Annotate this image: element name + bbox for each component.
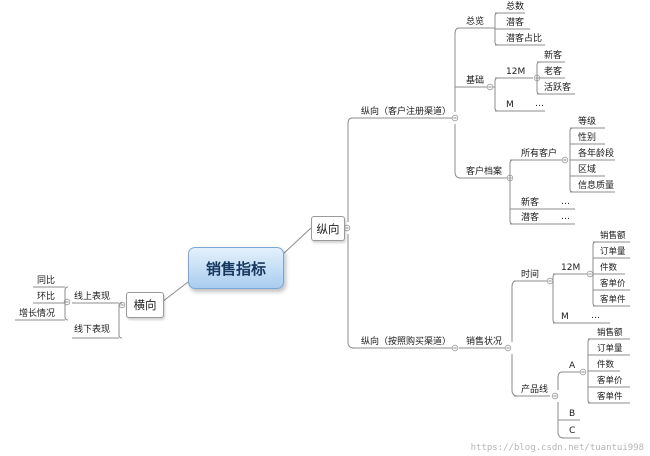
connector [511, 354, 519, 397]
time-price-node[interactable]: 客单价 [600, 279, 626, 289]
connector [454, 124, 462, 179]
time-node[interactable]: 时间 [521, 270, 540, 280]
growth-node[interactable]: 增长情况 [19, 309, 56, 319]
archive-potential-more-node[interactable]: … [561, 212, 570, 222]
product-b-node[interactable]: B [569, 409, 576, 419]
connector [557, 371, 563, 390]
time-sales-node[interactable]: 销售额 [600, 231, 626, 241]
yoy-node[interactable]: 同比 [37, 276, 56, 286]
branch-bracket [494, 77, 499, 112]
connector [454, 27, 460, 112]
archive-node[interactable]: 客户档案 [466, 167, 503, 177]
vertical-purchase-node[interactable]: 纵向（按照购买渠道） [361, 337, 452, 347]
vertical-register-node[interactable]: 纵向（客户注册渠道） [361, 107, 452, 117]
overview-total-node[interactable]: 总数 [506, 2, 525, 12]
time-12m-node[interactable]: 12M [561, 263, 581, 273]
archive-potential-node[interactable]: 潜客 [521, 213, 540, 223]
vertical-branch-node[interactable]: 纵向 [311, 216, 345, 241]
time-orders-node[interactable]: 订单量 [600, 247, 626, 257]
product-pieces-node[interactable]: 件数 [597, 360, 615, 370]
root-node[interactable]: 销售指标 [188, 247, 284, 289]
connector [511, 280, 517, 342]
base-12m-node[interactable]: 12M [506, 67, 526, 77]
archive-quality-node[interactable]: 信息质量 [578, 181, 615, 191]
watermark: https://blog.csdn.net/tuantui998 [470, 443, 644, 453]
mom-node[interactable]: 环比 [37, 292, 56, 302]
product-orders-node[interactable]: 订单量 [597, 344, 623, 354]
product-c-node[interactable]: C [569, 426, 576, 436]
overview-potential-node[interactable]: 潜客 [506, 18, 525, 28]
horizontal-branch-node[interactable]: 横向 [126, 292, 164, 318]
product-a-node[interactable]: A [569, 361, 576, 371]
base-m-node[interactable]: M [506, 100, 514, 110]
branch-bracket [118, 302, 123, 339]
time-pcs-node[interactable]: 客单件 [600, 295, 626, 305]
archive-new-node[interactable]: 新客 [521, 198, 540, 208]
base-old-node[interactable]: 老客 [544, 67, 563, 77]
online-node[interactable]: 线上表现 [74, 292, 111, 302]
product-sales-node[interactable]: 销售额 [597, 328, 623, 338]
time-pieces-node[interactable]: 件数 [600, 263, 618, 273]
base-node[interactable]: 基础 [466, 76, 485, 86]
overview-ratio-node[interactable]: 潜客占比 [506, 34, 543, 44]
branch-bracket [509, 159, 514, 225]
product-pcs-node[interactable]: 客单件 [597, 392, 623, 402]
connector [347, 117, 353, 222]
base-active-node[interactable]: 活跃客 [544, 83, 572, 93]
product-price-node[interactable]: 客单价 [597, 376, 623, 386]
archive-gender-node[interactable]: 性别 [578, 133, 597, 143]
connector [281, 227, 312, 256]
base-m-more-node[interactable]: … [535, 99, 544, 109]
product-line-node[interactable]: 产品线 [521, 385, 549, 395]
connector [161, 281, 189, 303]
base-new-node[interactable]: 新客 [544, 51, 563, 61]
sales-status-node[interactable]: 销售状况 [466, 337, 503, 347]
overview-node[interactable]: 总览 [466, 17, 485, 27]
archive-level-node[interactable]: 等级 [578, 117, 597, 127]
archive-age-node[interactable]: 各年龄段 [578, 149, 615, 159]
archive-new-more-node[interactable]: … [561, 197, 570, 207]
offline-node[interactable]: 线下表现 [74, 325, 111, 335]
branch-bracket [552, 273, 557, 324]
archive-region-node[interactable]: 区域 [578, 165, 597, 175]
archive-all-node[interactable]: 所有客户 [521, 149, 558, 159]
connector [347, 234, 355, 349]
time-m-more-node[interactable]: … [591, 311, 600, 321]
time-m-node[interactable]: M [561, 312, 569, 322]
